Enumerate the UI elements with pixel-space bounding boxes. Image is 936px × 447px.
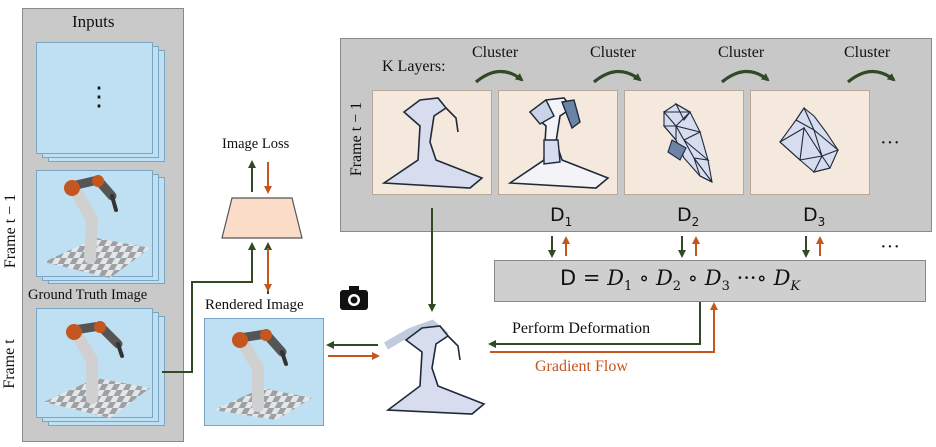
layer-shape-4 bbox=[779, 106, 840, 173]
robot-image-frame-t bbox=[44, 321, 150, 418]
deformation-formula: D = D1 ∘ D2 ∘ D3 ···∘ DK bbox=[560, 266, 801, 295]
image-loss-block bbox=[221, 197, 303, 239]
gradient-flow-label: Gradient Flow bbox=[535, 358, 628, 375]
cluster-label-4: Cluster bbox=[844, 44, 891, 61]
d3-label: D3 bbox=[803, 204, 826, 229]
inputs-title: Inputs bbox=[72, 12, 115, 31]
deformed-shape bbox=[383, 319, 486, 415]
right-ellipsis: ··· bbox=[880, 236, 900, 258]
vertical-dots: ⋮ bbox=[86, 82, 112, 111]
cluster-label-1: Cluster bbox=[472, 44, 519, 61]
d-arrows bbox=[548, 236, 824, 258]
cluster-arrows bbox=[474, 69, 896, 84]
cluster-label-3: Cluster bbox=[718, 44, 765, 61]
ground-truth-to-loss-arrow bbox=[162, 242, 256, 373]
layer-shape-2 bbox=[507, 97, 610, 189]
robot-image-frame-t-minus-1 bbox=[44, 175, 150, 278]
perform-deformation-label: Perform Deformation bbox=[512, 320, 651, 337]
layer-shape-1 bbox=[381, 97, 484, 189]
input-stack-top: ⋮ bbox=[36, 42, 176, 162]
d1-label: D1 bbox=[550, 204, 573, 229]
image-loss-label: Image Loss bbox=[222, 136, 290, 152]
d2-label: D2 bbox=[677, 204, 700, 229]
perform-deformation-arrow bbox=[488, 302, 701, 348]
layers-ellipsis: ··· bbox=[880, 132, 900, 154]
gradient-flow-arrow bbox=[490, 302, 718, 353]
k-layers-label: K Layers: bbox=[382, 58, 446, 75]
ground-truth-label: Ground Truth Image bbox=[28, 287, 148, 303]
layer-shape-3 bbox=[662, 102, 713, 183]
cluster-label-2: Cluster bbox=[590, 44, 637, 61]
rendered-image-label: Rendered Image bbox=[205, 297, 304, 313]
formula-box bbox=[494, 260, 926, 302]
robot-image-rendered bbox=[214, 329, 312, 420]
camera-icon bbox=[340, 286, 368, 310]
